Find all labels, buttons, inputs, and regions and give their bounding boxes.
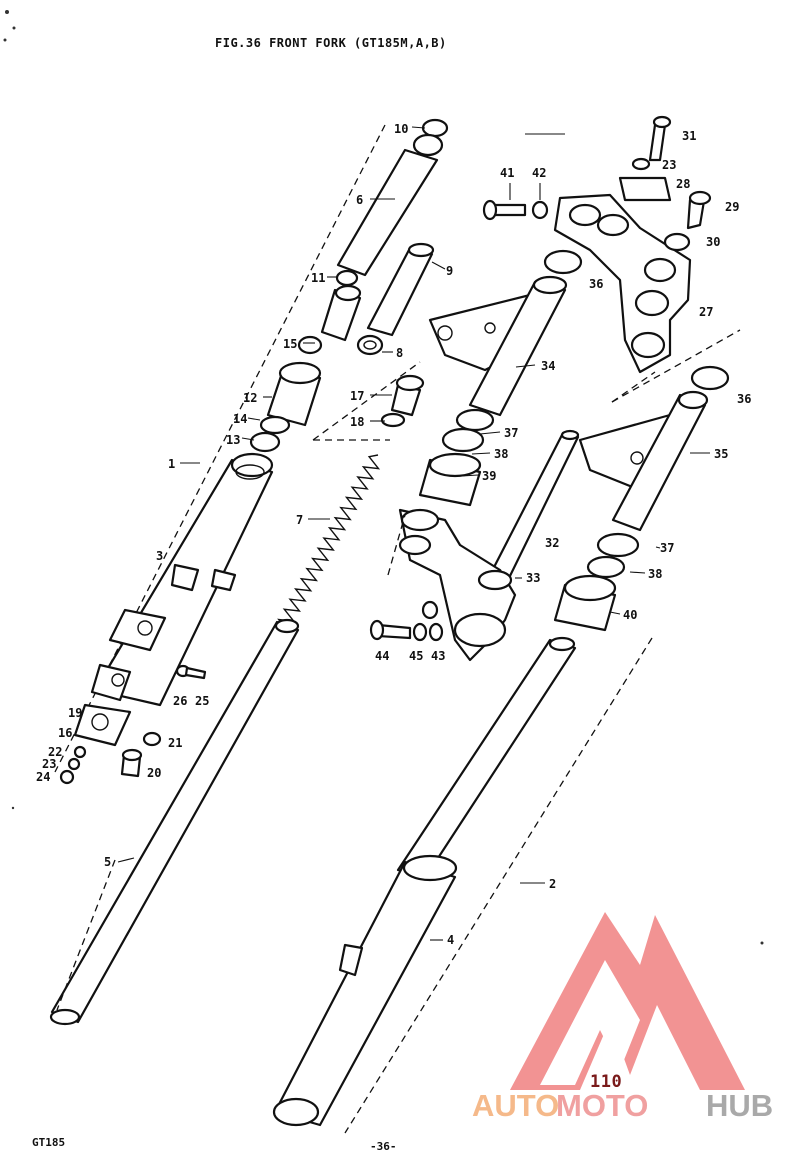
callout-36-mid: 36	[737, 392, 751, 406]
callout-7: 7	[296, 513, 303, 527]
fork-cover-34	[418, 249, 583, 507]
callout-14: 14	[233, 412, 247, 426]
callout-20: 20	[147, 766, 161, 780]
inner-tube-5	[50, 620, 300, 1024]
callout-45: 45	[409, 649, 423, 663]
callout-6: 6	[356, 193, 363, 207]
callout-19: 19	[68, 706, 82, 720]
callout-21: 21	[168, 736, 182, 750]
callout-1: 1	[168, 457, 175, 471]
automotohub-logo: AUTO MOTO HUB	[472, 912, 773, 1123]
callout-4: 4	[447, 933, 454, 947]
callout-10: 10	[394, 122, 408, 136]
callout-labels: 10 6 11 9 8 15 12 14 13 1 3 17 18 7 26 2…	[36, 122, 751, 947]
spacer-9-group	[312, 242, 435, 441]
callout-25: 25	[195, 694, 209, 708]
callout-29: 29	[725, 200, 739, 214]
logo-text-auto: AUTO	[472, 1088, 559, 1123]
spring-and-inner-tube	[49, 454, 381, 1026]
callout-8: 8	[396, 346, 403, 360]
callout-38-lower: 38	[648, 567, 662, 581]
callout-12: 12	[243, 391, 257, 405]
callout-42: 42	[532, 166, 546, 180]
callout-32: 32	[545, 536, 559, 550]
callout-33: 33	[526, 571, 540, 585]
footer-model: GT185	[32, 1136, 65, 1149]
callout-44: 44	[375, 649, 389, 663]
callout-34: 34	[541, 359, 555, 373]
right-lower-leg	[272, 636, 653, 1134]
callout-38-upper: 38	[494, 447, 508, 461]
callout-2: 2	[549, 877, 556, 891]
callout-22: 22	[48, 745, 62, 759]
callout-31: 31	[682, 129, 696, 143]
callout-15: 15	[283, 337, 297, 351]
upper-bracket-27	[482, 115, 741, 403]
callout-3: 3	[156, 549, 163, 563]
leader-lines	[117, 126, 710, 941]
callout-17: 17	[350, 389, 364, 403]
footer-page-number: -36-	[370, 1140, 397, 1153]
callout-9: 9	[446, 264, 453, 278]
callout-30: 30	[706, 235, 720, 249]
callout-13: 13	[226, 433, 240, 447]
callout-40: 40	[623, 608, 637, 622]
callout-24: 24	[36, 770, 50, 784]
steering-stem-32	[369, 429, 580, 662]
callout-28: 28	[676, 177, 690, 191]
figure-title: FIG.36 FRONT FORK (GT185M,A,B)	[215, 36, 447, 50]
callout-16: 16	[58, 726, 72, 740]
callout-11: 11	[311, 271, 325, 285]
callout-36-top: 36	[589, 277, 603, 291]
callout-43: 43	[431, 649, 445, 663]
logo-text-moto: MOTO	[556, 1088, 648, 1123]
callout-41: 41	[500, 166, 514, 180]
callout-26: 26	[173, 694, 187, 708]
callout-27: 27	[699, 305, 713, 319]
callout-23-left: 23	[42, 757, 56, 771]
callout-37-lower: 37	[660, 541, 674, 555]
fork-cover-35	[553, 365, 730, 632]
handwritten-number: 110	[590, 1072, 622, 1092]
callout-18: 18	[350, 415, 364, 429]
logo-text-hub: HUB	[706, 1088, 773, 1123]
callout-37-upper: 37	[504, 426, 518, 440]
callout-23-right: 23	[662, 158, 676, 172]
callout-35: 35	[714, 447, 728, 461]
left-fork-assembly	[54, 118, 449, 785]
fork-tube-6	[336, 148, 439, 277]
callout-5: 5	[104, 855, 111, 869]
callout-39: 39	[482, 469, 496, 483]
